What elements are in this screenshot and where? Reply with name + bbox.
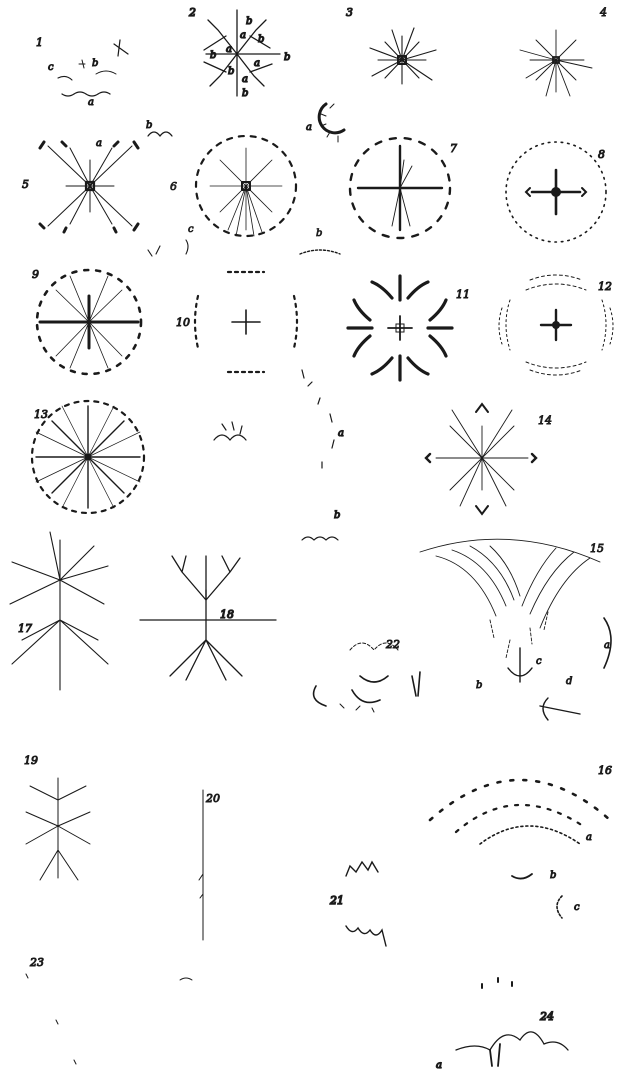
figure-number-24: 24 <box>539 1010 554 1023</box>
figure-14: 14 <box>426 404 552 514</box>
figure-1-letter-a: a <box>88 97 94 108</box>
figure-number-9: 9 <box>32 268 39 281</box>
figure-18: 18 <box>140 556 276 680</box>
figure-24: 24 a <box>436 978 568 1070</box>
figure-16-letter-c: c <box>574 902 580 913</box>
figure-7: 7 <box>350 138 457 238</box>
figure-15-letter-c: c <box>536 656 542 667</box>
figure-number-19: 19 <box>24 754 38 767</box>
figure-number-11: 11 <box>456 288 470 301</box>
figure-9: 9 <box>32 268 141 374</box>
figure-15: 15 a b c d <box>420 539 611 720</box>
figure-15-letter-a: a <box>604 640 610 651</box>
figure-2-letter-b: b <box>246 16 252 27</box>
figure-number-3: 3 <box>346 6 353 19</box>
figure-13: 13 <box>32 401 144 513</box>
figure-4: 4 <box>520 6 607 96</box>
figure-24-letter-a: a <box>436 1060 442 1070</box>
figure-2-letter-b5: b <box>228 66 234 77</box>
figure-19: 19 <box>24 754 90 880</box>
label-a-crescent: a <box>306 122 312 133</box>
figure-2-letter-b3: b <box>210 50 216 61</box>
figure-15-letter-d: d <box>566 676 572 687</box>
figure-6-letter-b: b <box>316 228 322 239</box>
figure-6-letter-c: c <box>188 224 194 235</box>
figure-10: 10 <box>176 272 297 372</box>
figure-23: 23 <box>26 956 76 1064</box>
figure-number-21: 21 <box>329 894 344 907</box>
figure-number-5: 5 <box>22 178 29 191</box>
figure-number-8: 8 <box>598 148 605 161</box>
figure-13-letter-a: a <box>338 428 344 439</box>
figure-number-2: 2 <box>188 6 196 19</box>
figure-number-12: 12 <box>598 280 612 293</box>
figure-2-letter-b6: b <box>242 88 248 99</box>
figure-1: 1 c b a <box>36 36 128 108</box>
figure-2-letter-a: a <box>240 30 246 41</box>
figure-number-16: 16 <box>598 764 612 777</box>
figure-number-10: 10 <box>176 316 190 329</box>
figure-2-letter-a2: a <box>226 44 232 55</box>
figure-5-letter-a: a <box>96 138 102 149</box>
figure-number-23: 23 <box>29 956 44 969</box>
figure-number-1: 1 <box>36 36 43 49</box>
figure-number-20: 20 <box>205 792 220 805</box>
figure-number-6: 6 <box>170 180 177 193</box>
figure-6: 6 c b <box>148 136 340 256</box>
figure-22: 22 <box>314 638 420 712</box>
figure-17: 17 <box>10 532 108 690</box>
figure-2-letter-b2: b <box>258 34 264 45</box>
figure-21: 21 <box>329 862 386 946</box>
figure-16-letter-a: a <box>586 832 592 843</box>
figure-11: 11 <box>348 276 470 380</box>
label-b-small: b <box>146 120 152 131</box>
figure-number-7: 7 <box>450 142 457 155</box>
figure-8: 8 <box>506 142 606 242</box>
figure-13-letter-b: b <box>334 510 340 521</box>
figure-1-letter-c: c <box>48 62 54 73</box>
figure-16-letter-b: b <box>550 870 556 881</box>
figure-2-letter-a4: a <box>242 74 248 85</box>
figure-1-letter-b: b <box>92 58 98 69</box>
small-arcs-row-2: b a <box>146 104 344 142</box>
figure-number-4: 4 <box>599 6 607 19</box>
figure-13-detail: a b <box>214 370 344 540</box>
figure-number-13: 13 <box>34 408 48 421</box>
figure-number-17: 17 <box>18 622 32 635</box>
figure-2: 2 b b a a b b a b b a <box>188 6 290 99</box>
figure-number-14: 14 <box>538 414 552 427</box>
figure-15-letter-b: b <box>476 680 482 691</box>
figure-number-15: 15 <box>590 542 604 555</box>
figure-5: 5 a <box>22 138 138 232</box>
figure-number-18: 18 <box>220 608 234 621</box>
figure-20: 20 <box>180 790 220 980</box>
figure-3: 3 <box>346 6 436 84</box>
figure-2-letter-b4: b <box>284 52 290 63</box>
figure-16: 16 a b c <box>430 764 612 918</box>
figure-2-letter-a3: a <box>254 58 260 69</box>
figure-12: 12 <box>499 275 613 375</box>
